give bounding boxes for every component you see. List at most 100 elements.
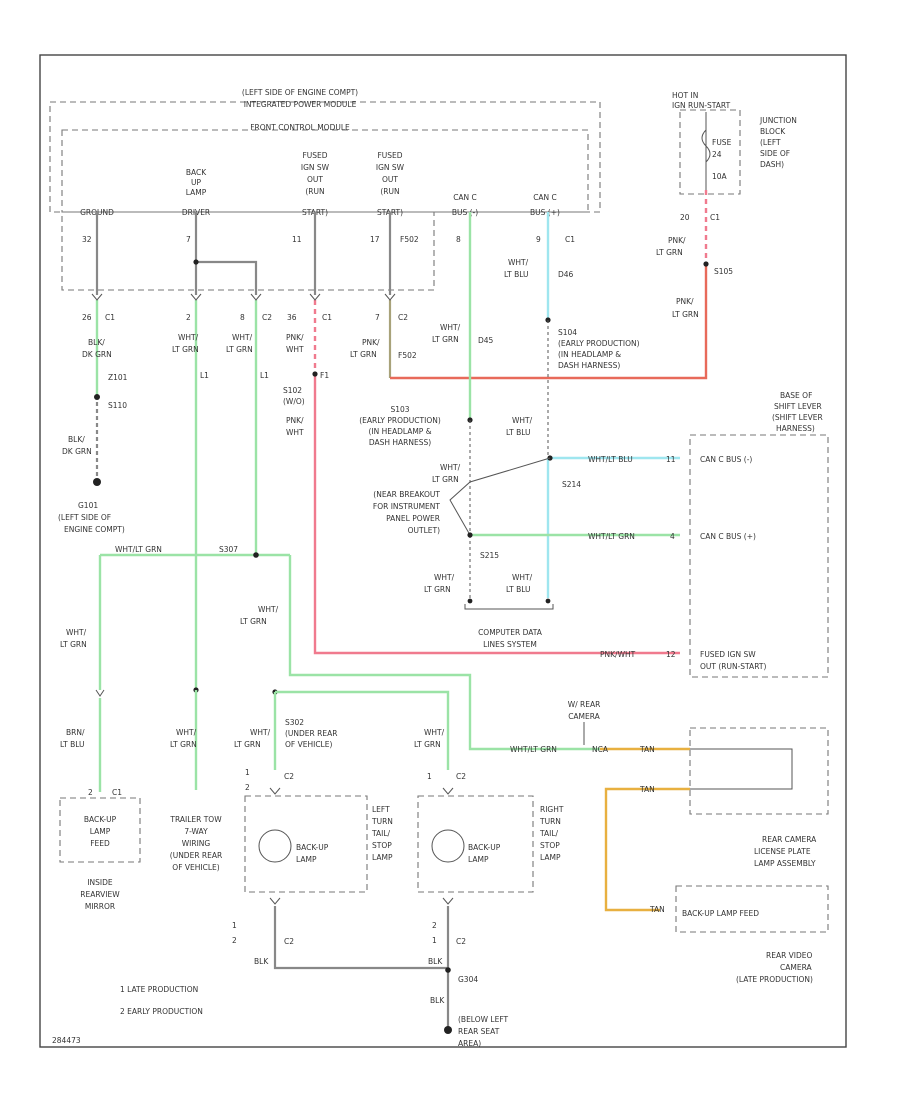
rear-camera-label: W/ REAR CAMERA <box>568 700 601 721</box>
lamp-pin-5: 1 <box>427 772 432 781</box>
svg-text:CAMERA: CAMERA <box>568 712 600 721</box>
engine-compt-label: (LEFT SIDE OF ENGINE COMPT) <box>242 88 358 97</box>
wire-wht-ltgrn-7: WHT/ LT GRN <box>240 605 279 626</box>
wire-blk: BLK <box>254 957 269 966</box>
svg-text:OUT: OUT <box>382 175 398 184</box>
svg-text:CAN C: CAN C <box>533 193 557 202</box>
left-lamp-box <box>244 795 368 893</box>
pin-8: 8 <box>456 235 461 244</box>
s214-label: S214 <box>562 480 581 489</box>
left-backup-lamp-icon <box>258 829 292 863</box>
s215-splice <box>467 532 473 538</box>
s104-label: S104 (EARLY PRODUCTION) (IN HEADLAMP & D… <box>558 328 640 370</box>
g304-label: G304 <box>458 975 478 984</box>
svg-text:OUTLET): OUTLET) <box>408 526 440 535</box>
diagram-frame <box>39 54 847 1048</box>
s110-splice <box>94 394 100 400</box>
wire-blk-dkgrn-2: BLK/ DK GRN <box>62 435 92 456</box>
pin-11: 11 <box>292 235 302 244</box>
svg-text:WHT/: WHT/ <box>512 573 533 582</box>
connector-left-lamp-top <box>269 787 281 795</box>
wire-fused1-pink <box>313 372 680 655</box>
svg-text:BUS (+): BUS (+) <box>530 208 560 217</box>
right-lamp-label: RIGHT TURN TAIL/ STOP LAMP <box>539 805 564 862</box>
svg-text:WHT/: WHT/ <box>176 728 197 737</box>
svg-text:FUSED: FUSED <box>377 151 402 160</box>
wire-blk-dkgrn: BLK/ DK GRN <box>82 338 112 359</box>
nc-label: NCA <box>592 745 609 754</box>
conn-c1-jb: C1 <box>710 213 720 222</box>
svg-text:IGN SW: IGN SW <box>301 163 330 172</box>
svg-text:LT GRN: LT GRN <box>234 740 261 749</box>
connector-right-lamp-top <box>442 787 454 795</box>
legend-2: 2 EARLY PRODUCTION <box>120 1007 203 1016</box>
wire-wht-ltgrn-6: WHT/ LT GRN <box>60 628 87 649</box>
b-pin-7: 7 <box>375 313 380 322</box>
pin-7a: 7 <box>186 235 191 244</box>
wire-wht-ltgrn-3: WHT/ LT GRN <box>432 323 461 344</box>
s215-label: S215 <box>480 551 499 560</box>
svg-text:DASH HARNESS): DASH HARNESS) <box>558 361 620 370</box>
svg-text:LEFT: LEFT <box>372 805 390 814</box>
svg-text:LT GRN: LT GRN <box>172 345 199 354</box>
rear-video-label: REAR VIDEO CAMERA (LATE PRODUCTION) <box>736 951 813 984</box>
svg-text:DK GRN: DK GRN <box>82 350 112 359</box>
svg-text:TURN: TURN <box>539 817 561 826</box>
b-pin-26: 26 <box>82 313 92 322</box>
right-backup-lamp-label: BACK-UP LAMP <box>468 843 501 864</box>
svg-text:(LEFT: (LEFT <box>760 138 781 147</box>
svg-text:DK GRN: DK GRN <box>62 447 92 456</box>
svg-text:LAMP: LAMP <box>372 853 393 862</box>
breakout-leader <box>449 457 551 536</box>
svg-text:AREA): AREA) <box>458 1039 481 1048</box>
wire-wht-ltgrn-5: WHT/ LT GRN <box>424 573 455 594</box>
svg-text:TRAILER TOW: TRAILER TOW <box>169 815 222 824</box>
svg-text:LT GRN: LT GRN <box>432 335 459 344</box>
rear-breakout-label: (NEAR BREAKOUT FOR INSTRUMENT PANEL POWE… <box>373 490 441 535</box>
svg-text:BASE OF: BASE OF <box>780 391 812 400</box>
svg-text:(UNDER REAR: (UNDER REAR <box>170 851 222 860</box>
tan-2: TAN <box>639 785 655 794</box>
svg-text:(RUN: (RUN <box>305 187 324 196</box>
svg-text:S104: S104 <box>558 328 577 337</box>
svg-text:G101: G101 <box>78 501 98 510</box>
wire-blk-2: BLK <box>428 957 443 966</box>
b-pin-2: 2 <box>186 313 191 322</box>
svg-text:OUT (RUN-START): OUT (RUN-START) <box>700 662 766 671</box>
connector-right-lamp-bottom <box>442 897 454 905</box>
svg-text:LT GRN: LT GRN <box>226 345 253 354</box>
svg-text:LAMP: LAMP <box>90 827 111 836</box>
svg-text:LAMP: LAMP <box>540 853 561 862</box>
svg-text:BACK: BACK <box>186 168 207 177</box>
svg-text:LT GRN: LT GRN <box>672 310 699 319</box>
wire-wht-ltgrn-4: WHT/ LT GRN <box>432 463 461 484</box>
svg-text:(BELOW LEFT: (BELOW LEFT <box>458 1015 509 1024</box>
svg-text:WHT/: WHT/ <box>66 628 87 637</box>
legend-1: 1 LATE PRODUCTION <box>120 985 198 994</box>
lamp-pin-4: 2 <box>232 936 237 945</box>
wire-wht-ltgrn-9: WHT/ LT GRN <box>234 728 271 749</box>
wire-pnk-wht-2: PNK/ WHT <box>286 416 304 437</box>
svg-text:(UNDER REAR: (UNDER REAR <box>285 729 337 738</box>
svg-text:MIRROR: MIRROR <box>85 902 115 911</box>
svg-text:BACK-UP: BACK-UP <box>468 843 501 852</box>
rear-camera-box <box>689 727 829 815</box>
shifter-label: BASE OF SHIFT LEVER (SHIFT LEVER HARNESS… <box>772 391 823 433</box>
lamp-pin-6: 2 <box>432 921 437 930</box>
below-left-label: (BELOW LEFT REAR SEAT AREA) <box>458 1015 509 1048</box>
pin-c1-top: C1 <box>565 235 575 244</box>
svg-text:LT GRN: LT GRN <box>350 350 377 359</box>
svg-text:LT BLU: LT BLU <box>506 428 531 437</box>
s307-label: S307 <box>219 545 238 554</box>
b-pin-8: 8 <box>240 313 245 322</box>
footer-code: 284473 <box>52 1036 81 1045</box>
svg-text:LT GRN: LT GRN <box>240 617 267 626</box>
svg-text:PNK/: PNK/ <box>676 297 694 306</box>
svg-text:WHT/: WHT/ <box>508 258 529 267</box>
svg-text:LINES SYSTEM: LINES SYSTEM <box>483 640 537 649</box>
shifter-w1: WHT/LT BLU <box>588 455 633 464</box>
svg-text:LT GRN: LT GRN <box>170 740 197 749</box>
shifter-box <box>689 434 829 678</box>
splice-comp-1 <box>467 598 473 604</box>
